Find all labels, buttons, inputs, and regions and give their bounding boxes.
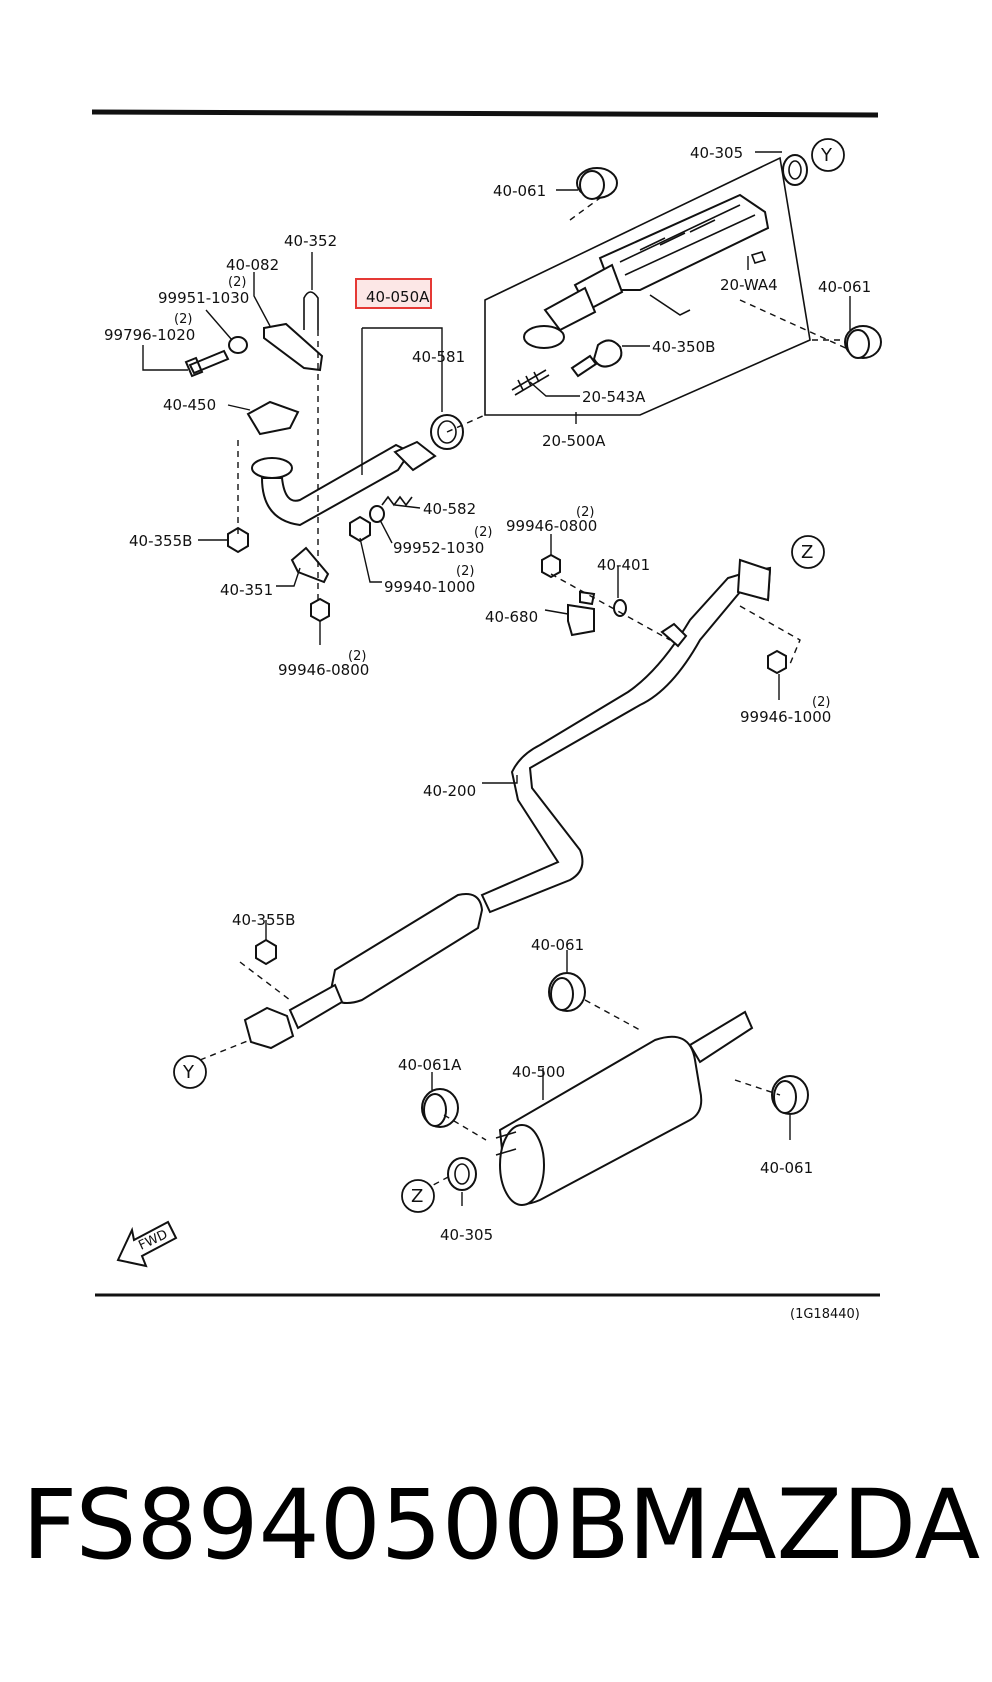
ref-circle-y-bottom: Y: [173, 1055, 207, 1089]
fwd-arrow: FWD: [116, 1220, 178, 1268]
label-99946-0800-b: 99946-0800: [506, 517, 597, 535]
label-40-061-c: 40-061: [531, 936, 584, 954]
hanger-40-061-top[interactable]: [576, 167, 618, 200]
washer-40-401[interactable]: [613, 599, 627, 617]
label-40-355B-b: 40-355B: [232, 911, 295, 929]
label-40-061-a: 40-061: [493, 182, 546, 200]
washer-99951-1030[interactable]: [228, 336, 248, 354]
qty-99946-0800-b: (2): [576, 505, 594, 520]
ref-circle-y-top: Y: [811, 138, 845, 172]
label-40-061A: 40-061A: [398, 1056, 462, 1074]
label-40-500: 40-500: [512, 1063, 565, 1081]
stud-20-543A[interactable]: [511, 369, 550, 396]
label-20-543A: 20-543A: [582, 388, 646, 406]
hanger-40-061-right[interactable]: [844, 325, 882, 359]
nut-40-355B-lower[interactable]: [255, 938, 277, 966]
hanger-40-061-mid[interactable]: [548, 972, 586, 1012]
spring-40-582[interactable]: [381, 495, 413, 507]
top-rule: [91, 109, 879, 118]
label-40-350B: 40-350B: [652, 338, 715, 356]
qty-40-082: (2): [228, 275, 246, 290]
label-40-352: 40-352: [284, 232, 337, 250]
label-99951-1030: 99951-1030: [158, 289, 249, 307]
center-pipe-40-200[interactable]: [480, 558, 772, 914]
label-40-200: 40-200: [423, 782, 476, 800]
label-40-061-b: 40-061: [818, 278, 871, 296]
ref-circle-z-right: Z: [791, 535, 825, 569]
pipe-bracket: [660, 622, 688, 648]
label-99796-1020: 99796-1020: [104, 326, 195, 344]
qty-99940-1000: (2): [456, 564, 474, 579]
brand-name: MAZDA: [628, 1469, 981, 1581]
hanger-40-061A[interactable]: [421, 1088, 459, 1128]
label-40-680: 40-680: [485, 608, 538, 626]
nut-99946-0800-b[interactable]: [541, 553, 561, 579]
highlight-box-40-050A: [355, 278, 432, 309]
washer-99952-1030[interactable]: [369, 505, 385, 523]
converter-assembly-box: [484, 156, 811, 416]
bolt-40-350B[interactable]: [570, 354, 598, 378]
label-20-500A: 20-500A: [542, 432, 606, 450]
nut-40-350B[interactable]: [592, 339, 623, 368]
label-40-355B-a: 40-355B: [129, 532, 192, 550]
insulator-40-680[interactable]: [567, 590, 596, 637]
label-40-305-bottom: 40-305: [440, 1226, 493, 1244]
nut-99946-1000[interactable]: [767, 649, 787, 675]
presilencer-pipe[interactable]: [243, 893, 484, 1050]
qty-99796-1020: (2): [174, 312, 192, 327]
qty-99946-0800-a: (2): [348, 649, 366, 664]
gasket-40-305-bottom[interactable]: [447, 1157, 477, 1191]
hanger-40-061-rear[interactable]: [771, 1075, 809, 1115]
label-99952-1030: 99952-1030: [393, 539, 484, 557]
front-pipe-40-050A[interactable]: [251, 440, 437, 527]
bracket-40-351[interactable]: [290, 546, 330, 584]
svg-text:Z: Z: [411, 1186, 423, 1207]
catalytic-converter[interactable]: [523, 193, 770, 349]
label-40-450: 40-450: [163, 396, 216, 414]
part-number: FS8940500B: [22, 1469, 630, 1581]
label-99946-0800-a: 99946-0800: [278, 661, 369, 679]
label-40-061-d: 40-061: [760, 1159, 813, 1177]
ref-circle-z-bottom: Z: [401, 1179, 435, 1213]
svg-text:Y: Y: [182, 1062, 195, 1083]
label-40-582: 40-582: [423, 500, 476, 518]
bracket-40-082[interactable]: [263, 322, 324, 372]
diagram-code: (1G18440): [790, 1307, 860, 1322]
gasket-40-450[interactable]: [246, 400, 300, 436]
label-40-305-top: 40-305: [690, 144, 743, 162]
label-40-401: 40-401: [597, 556, 650, 574]
label-40-050A: 40-050A: [366, 288, 430, 306]
label-40-581: 40-581: [412, 348, 465, 366]
qty-99952-1030: (2): [474, 525, 492, 540]
label-40-082: 40-082: [226, 256, 279, 274]
qty-99946-1000: (2): [812, 695, 830, 710]
bolt-99796-1020[interactable]: [184, 349, 230, 378]
u-bolt-40-352[interactable]: [303, 291, 319, 330]
nut-99946-0800-a[interactable]: [310, 597, 330, 623]
gasket-40-305-top[interactable]: [782, 154, 808, 186]
label-40-351: 40-351: [220, 581, 273, 599]
main-silencer-40-500[interactable]: [495, 1010, 754, 1206]
label-99946-1000: 99946-1000: [740, 708, 831, 726]
nut-99940-1000[interactable]: [349, 515, 371, 543]
label-20-WA4: 20-WA4: [720, 276, 778, 294]
svg-text:Z: Z: [801, 542, 813, 563]
svg-text:Y: Y: [820, 145, 833, 166]
label-99940-1000: 99940-1000: [384, 578, 475, 596]
